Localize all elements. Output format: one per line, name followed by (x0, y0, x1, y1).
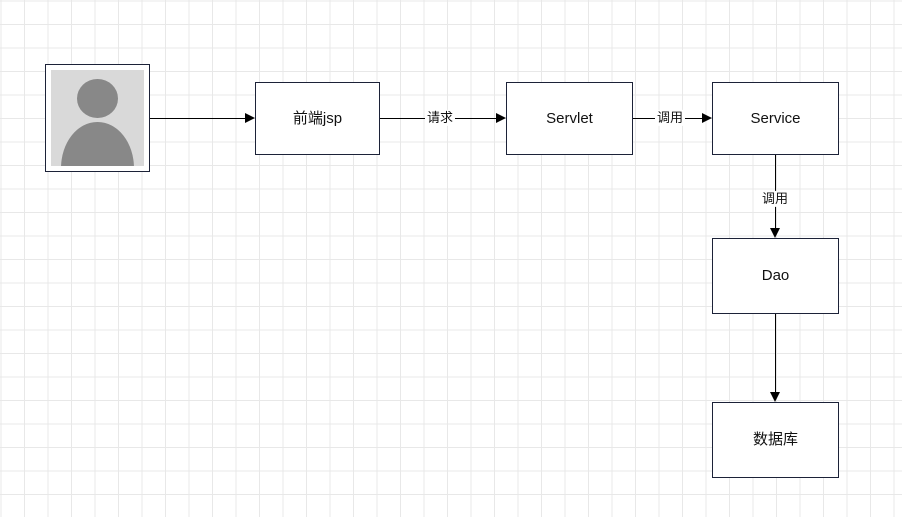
edge-jsp-to-servlet-arrowhead (496, 113, 506, 123)
node-service[interactable]: Service (712, 82, 839, 155)
node-database-label: 数据库 (752, 431, 798, 448)
edge-user-to-jsp-line (150, 117, 247, 119)
node-frontend-jsp[interactable]: 前端jsp (255, 82, 380, 155)
node-service-label: Service (750, 109, 801, 127)
edge-label-invoke-horizontal: 调用 (654, 109, 686, 127)
edge-dao-to-database-arrowhead (770, 392, 780, 402)
edge-servlet-to-service-arrowhead (702, 113, 712, 123)
node-servlet-label: Servlet (546, 109, 593, 127)
node-user-avatar[interactable] (45, 64, 150, 172)
edge-dao-to-database-line (774, 314, 776, 398)
user-avatar-icon (51, 70, 144, 166)
edge-service-to-dao-arrowhead (770, 228, 780, 238)
node-dao-label: Dao (761, 267, 790, 284)
edge-label-invoke-vertical: 调用 (759, 190, 791, 208)
node-database[interactable]: 数据库 (712, 402, 839, 478)
node-servlet[interactable]: Servlet (506, 82, 633, 155)
node-frontend-jsp-label: 前端jsp (292, 109, 343, 127)
edge-label-request: 请求 (424, 109, 456, 127)
edge-user-to-jsp-arrowhead (245, 113, 255, 123)
node-dao[interactable]: Dao (712, 238, 839, 314)
avatar-head-shape (77, 78, 118, 118)
avatar-body-shape (61, 121, 134, 166)
